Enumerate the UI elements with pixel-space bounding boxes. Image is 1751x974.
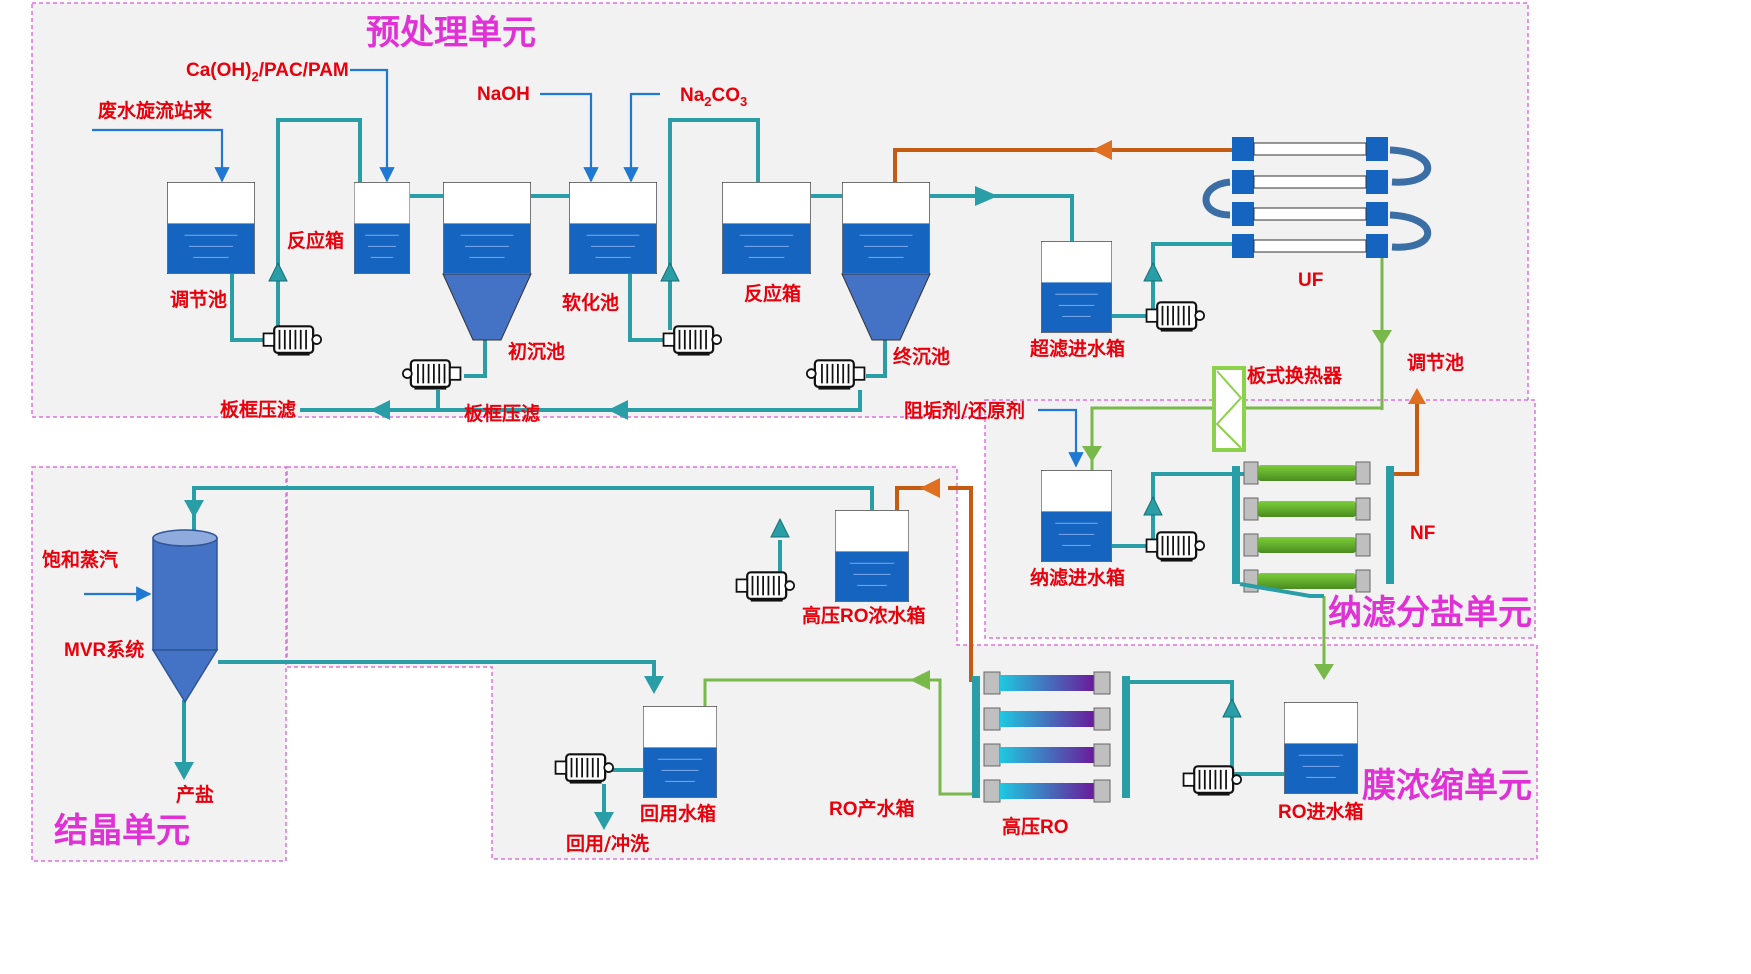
flow-arrow (1372, 330, 1392, 346)
hp-ro-module (972, 671, 1130, 803)
label-regulating-tank: 调节池 (170, 288, 227, 311)
label-mvr: MVR系统 (64, 638, 144, 661)
flow-arrow (975, 186, 998, 206)
mvr-evaporator (151, 529, 219, 704)
label-steam: 饱和蒸汽 (42, 548, 118, 571)
nf-module (1232, 461, 1394, 598)
flow-arrow (1408, 388, 1426, 404)
dosing-lines (84, 68, 1084, 602)
flow-arrow (1314, 664, 1334, 680)
softening-tank (569, 182, 657, 274)
plate-heat-exchanger (1212, 366, 1246, 452)
label-final-settling: 终沉池 (893, 345, 950, 368)
unit-title-crystallization: 结晶单元 (54, 811, 190, 851)
hp-ro-concentrate-tank (835, 510, 909, 602)
reuse-water-tank (643, 706, 717, 798)
ro-feed-tank (1284, 702, 1358, 794)
label-softening-tank: 软化池 (562, 291, 619, 314)
reaction-box-2 (722, 182, 811, 274)
flow-arrow (174, 762, 194, 780)
label-ro-product-tank: RO产水箱 (829, 797, 915, 820)
label-antiscalant: 阻垢剂/还原剂 (904, 399, 1025, 422)
reaction-box-1 (354, 182, 410, 274)
regulating-tank (167, 182, 255, 274)
primary-settling-tank (442, 182, 532, 341)
flow-arrow (608, 400, 628, 420)
label-hp-ro-conc-tank: 高压RO浓水箱 (802, 604, 926, 627)
flow-arrow (910, 670, 930, 690)
flow-arrow (644, 676, 664, 694)
label-primary-settling: 初沉池 (508, 340, 565, 363)
label-uf: UF (1298, 270, 1323, 291)
flow-arrow (370, 400, 390, 420)
label-reuse-tank: 回用水箱 (640, 802, 716, 825)
label-nf-feed-tank: 纳滤进水箱 (1030, 566, 1125, 589)
label-nf: NF (1410, 523, 1435, 544)
uf-feed-tank (1041, 241, 1112, 333)
label-regulating-tank-small: 调节池 (1407, 351, 1464, 374)
flow-arrow (184, 500, 204, 518)
label-ro-feed-tank: RO进水箱 (1278, 800, 1364, 823)
label-product-salt: 产盐 (176, 783, 214, 806)
label-inflow: 废水旋流站来 (98, 99, 212, 122)
uf-module (1202, 137, 1432, 410)
label-uf-feed-tank: 超滤进水箱 (1029, 337, 1125, 360)
label-reaction-box-2: 反应箱 (744, 282, 801, 305)
flow-arrow (594, 812, 614, 830)
nf-feed-tank (1041, 470, 1112, 562)
pretreatment-pipes (230, 118, 1233, 412)
label-lime: Ca(OH)2/PAC/PAM (186, 60, 349, 84)
label-heat-exchanger: 板式换热器 (1247, 364, 1343, 387)
flow-arrow (1092, 140, 1112, 160)
unit-title-pretreatment: 预处理单元 (366, 13, 536, 53)
label-na2co3: Na2CO3 (680, 85, 747, 109)
label-plate-press-2: 板框压滤 (464, 402, 540, 425)
flow-arrow (1082, 446, 1102, 462)
label-hp-ro: 高压RO (1002, 815, 1069, 838)
label-reaction-box-1: 反应箱 (287, 229, 344, 252)
unit-title-membrane: 膜浓缩单元 (1362, 766, 1532, 806)
final-settling-tank (841, 182, 931, 341)
label-naoh: NaOH (477, 84, 530, 105)
unit-title-nf: 纳滤分盐单元 (1328, 593, 1532, 633)
label-reuse-flush: 回用/冲洗 (566, 832, 649, 855)
flow-arrow (920, 478, 940, 498)
label-plate-press-1: 板框压滤 (220, 398, 296, 421)
